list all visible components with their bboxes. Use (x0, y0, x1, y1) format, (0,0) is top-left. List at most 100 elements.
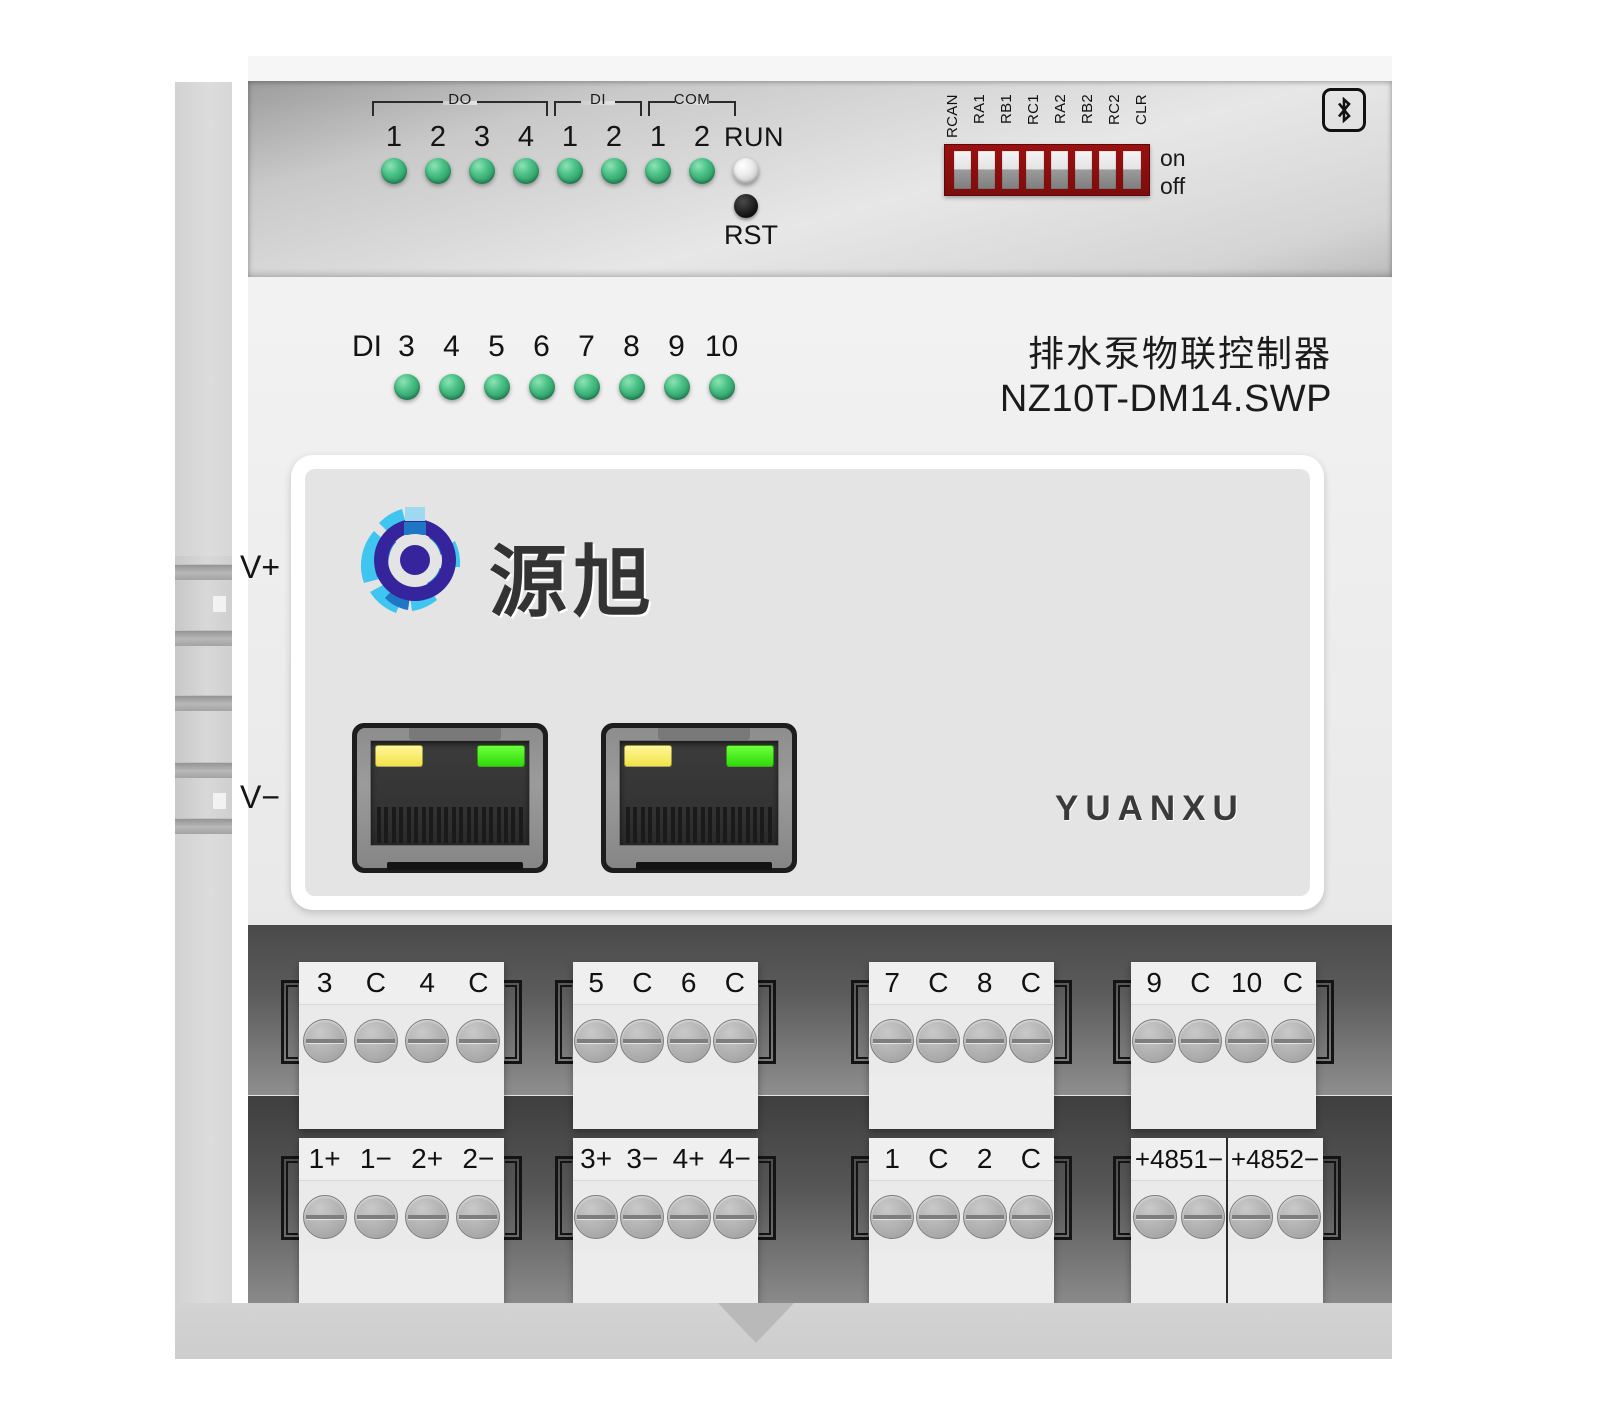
terminal-screw[interactable] (620, 1019, 665, 1063)
terminal-pin-label: C (928, 967, 949, 998)
ethernet-latch-slot (387, 862, 523, 870)
terminal-block-di3-di4[interactable]: 3 C 4 C (281, 962, 522, 1129)
terminal-screw[interactable] (353, 1195, 398, 1239)
led-lamp (513, 158, 539, 184)
terminal-screw[interactable] (302, 1019, 347, 1063)
terminal-screw[interactable] (405, 1195, 450, 1239)
terminal-pin-labels: 7 C 8 C (869, 962, 1054, 1004)
terminal-screw[interactable] (916, 1195, 961, 1239)
dip-toggle-rc1[interactable] (1026, 151, 1044, 189)
terminal-pin-label: 8 (976, 967, 993, 998)
run-lamp (733, 158, 759, 184)
terminal-block-di9-di10[interactable]: 9 C 10 C (1113, 962, 1334, 1129)
terminal-screw[interactable] (962, 1195, 1007, 1239)
terminal-screws (573, 1180, 758, 1253)
terminal-screw[interactable] (1181, 1195, 1225, 1239)
terminal-screw[interactable] (712, 1195, 757, 1239)
terminal-screw[interactable] (916, 1019, 961, 1063)
led-do-1: 1 (372, 121, 416, 251)
terminal-screw[interactable] (1224, 1019, 1269, 1063)
terminal-tail (573, 1253, 758, 1305)
terminal-screw[interactable] (962, 1019, 1007, 1063)
ethernet-port-2[interactable] (601, 723, 797, 873)
terminal-screw[interactable] (353, 1019, 398, 1063)
terminal-screw[interactable] (574, 1019, 619, 1063)
terminal-clip-left (851, 1156, 870, 1240)
dip-toggle-rcan[interactable] (953, 151, 971, 189)
terminal-block-ai1-ai2[interactable]: 1+ 1− 2+ 2− (281, 1138, 522, 1305)
ethernet-activity-led-green (726, 745, 774, 767)
terminal-screw[interactable] (870, 1195, 915, 1239)
dip-label-rb2: RB2 (1079, 94, 1096, 125)
dip-toggle-rb2[interactable] (1074, 151, 1092, 189)
di-lamp (573, 374, 600, 400)
di-lamp (663, 374, 690, 400)
dip-toggle-ra2[interactable] (1050, 151, 1068, 189)
din-rail-tab (213, 596, 226, 612)
di-label: 3 (398, 330, 415, 363)
terminal-pin-labels: 9 C 10 C (1131, 962, 1316, 1004)
dip-label-rb1: RB1 (998, 94, 1015, 125)
ethernet-latch-slot (636, 862, 772, 870)
led-label: 3 (473, 121, 491, 153)
terminal-screw[interactable] (1229, 1195, 1273, 1239)
terminal-screw[interactable] (712, 1019, 757, 1063)
terminal-screws (1131, 1004, 1316, 1077)
terminal-screw[interactable] (456, 1195, 501, 1239)
dip-switch-labels: RCAN RA1 RB1 RC1 RA2 RB2 RC2 CLR (944, 94, 1160, 144)
terminal-pin-label: 3 (316, 967, 333, 998)
terminal-clip-left (555, 980, 574, 1064)
terminal-screw[interactable] (666, 1195, 711, 1239)
di-row-tag: DI (352, 330, 382, 363)
dip-switch[interactable]: RCAN RA1 RB1 RC1 RA2 RB2 RC2 CLR on off (944, 94, 1186, 199)
terminal-screw[interactable] (1178, 1019, 1223, 1063)
terminal-clip-left (281, 1156, 300, 1240)
terminal-pin-label: C (928, 1143, 949, 1174)
ethernet-tab-slot (409, 728, 501, 740)
dip-toggle-rc2[interactable] (1099, 151, 1117, 189)
di-label: 7 (578, 330, 595, 363)
terminal-screw[interactable] (302, 1195, 347, 1239)
terminal-pin-label: 3− (626, 1143, 659, 1174)
terminal-screw[interactable] (574, 1195, 619, 1239)
terminal-block-ai3-ai4[interactable]: 3+ 3− 4+ 4− (555, 1138, 776, 1305)
dip-toggle-clr[interactable] (1123, 151, 1141, 189)
terminal-screw[interactable] (1008, 1195, 1053, 1239)
terminal-screws (869, 1004, 1054, 1077)
terminal-screw[interactable] (1270, 1019, 1315, 1063)
reset-button[interactable] (734, 194, 758, 218)
terminal-screw[interactable] (870, 1019, 915, 1063)
dip-toggle-ra1[interactable] (977, 151, 995, 189)
terminal-block-do1-do2[interactable]: 1 C 2 C (851, 1138, 1072, 1305)
terminal-screw[interactable] (1133, 1195, 1177, 1239)
terminal-block-rs485[interactable]: +4851− +4852− (1113, 1138, 1341, 1305)
terminal-screw[interactable] (620, 1195, 665, 1239)
led-label: 2 (605, 121, 623, 153)
led-do-4: 4 (504, 121, 548, 251)
terminal-tail (869, 1253, 1054, 1305)
terminal-clip-left (1113, 980, 1132, 1064)
led-lamp (601, 158, 627, 184)
terminal-screw[interactable] (1008, 1019, 1053, 1063)
terminal-screw[interactable] (456, 1019, 501, 1063)
terminal-pin-label: C (1190, 967, 1211, 998)
terminal-pin-labels: 5 C 6 C (573, 962, 758, 1004)
brand-name-en: YUANXU (1055, 789, 1245, 828)
dip-toggle-rb1[interactable] (1002, 151, 1020, 189)
terminal-screw[interactable] (1132, 1019, 1177, 1063)
terminal-pin-label: 3+ (580, 1143, 613, 1174)
terminal-screw[interactable] (1277, 1195, 1321, 1239)
terminal-body: 1+ 1− 2+ 2− (299, 1138, 504, 1305)
din-rail-notch (175, 630, 233, 646)
terminal-pin-label: 4− (718, 1143, 751, 1174)
terminal-screw[interactable] (666, 1019, 711, 1063)
terminal-block-di7-di8[interactable]: 7 C 8 C (851, 962, 1072, 1129)
device-base-notch (718, 1303, 794, 1343)
ethernet-port-1[interactable] (352, 723, 548, 873)
dip-label-rcan: RCAN (944, 94, 961, 138)
terminal-screw[interactable] (405, 1019, 450, 1063)
terminal-pin-label: C (365, 967, 386, 998)
terminal-block-di5-di6[interactable]: 5 C 6 C (555, 962, 776, 1129)
led-lamp (469, 158, 495, 184)
ethernet-tab-slot (658, 728, 750, 740)
